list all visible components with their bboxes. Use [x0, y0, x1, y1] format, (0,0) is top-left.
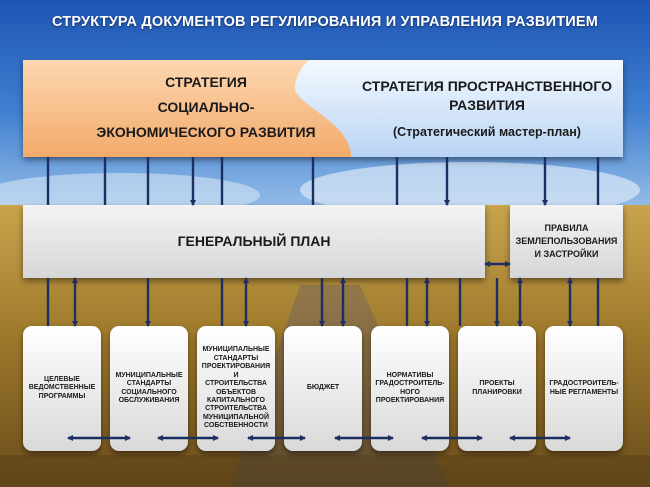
document-card-line: ОБЪЕКТОВ: [215, 388, 256, 396]
land-use-rules-line3: И ЗАСТРОЙКИ: [534, 249, 599, 259]
socio-economic-strategy-line3: ЭКОНОМИЧЕСКОГО РАЗВИТИЯ: [96, 124, 316, 140]
socio-economic-strategy-line2: СОЦИАЛЬНО-: [157, 99, 255, 115]
document-card-line: СОЦИАЛЬНОГО: [121, 388, 177, 396]
document-card-line: СТАНДАРТЫ: [126, 380, 172, 388]
document-card-line: БЮДЖЕТ: [306, 384, 340, 392]
spatial-strategy-subtitle: (Стратегический мастер-план): [393, 125, 581, 139]
spatial-strategy-line2: РАЗВИТИЯ: [449, 97, 525, 113]
land-use-rules-line2: ЗЕМЛЕПОЛЬЗОВАНИЯ: [515, 236, 618, 246]
document-card-line: ПРОЕКТИРОВАНИЯ И: [201, 363, 271, 379]
document-card-line: ГРАДОСТРОИТЕЛЬ-: [375, 380, 445, 388]
page-title: СТРУКТУРА ДОКУМЕНТОВ РЕГУЛИРОВАНИЯ И УПР…: [51, 14, 599, 30]
land-use-rules-line1: ПРАВИЛА: [544, 223, 589, 233]
document-card-line: НОГО: [400, 388, 420, 396]
strategy-box: [23, 60, 623, 157]
document-card-line: НЫЕ РЕГЛАМЕНТЫ: [549, 388, 619, 396]
document-card-line: ПРОЕКТИРОВАНИЯ: [375, 396, 445, 404]
document-card-line: КАПИТАЛЬНОГО: [206, 396, 266, 404]
document-card-line: ПЛАНИРОВКИ: [472, 388, 522, 396]
document-card-line: МУНИЦИПАЛЬНЫЕ: [115, 371, 183, 379]
document-card-line: ПРОЕКТЫ: [479, 380, 515, 388]
document-card-line: ОБСЛУЖИВАНИЯ: [118, 396, 180, 404]
general-plan-label: ГЕНЕРАЛЬНЫЙ ПЛАН: [177, 233, 331, 249]
document-card-line: СТРОИТЕЛЬСТВА: [205, 405, 267, 413]
strategy-box-shape: [23, 60, 623, 157]
land-use-rules-box: ПРАВИЛА ЗЕМЛЕПОЛЬЗОВАНИЯ И ЗАСТРОЙКИ: [510, 205, 623, 278]
document-card-line: НОРМАТИВЫ: [386, 371, 434, 379]
spatial-strategy-line1: СТРАТЕГИЯ ПРОСТРАНСТВЕННОГО: [362, 78, 612, 94]
document-card-line: МУНИЦИПАЛЬНОЙ: [202, 413, 270, 421]
document-card-line: ГРАДОСТРОИТЕЛЬ-: [549, 380, 619, 388]
document-card-line: МУНИЦИПАЛЬНЫЕ: [202, 346, 270, 354]
document-card-text: БЮДЖЕТ: [307, 384, 339, 392]
document-card-line: ЦЕЛЕВЫЕ: [44, 375, 80, 383]
general-plan-box: ГЕНЕРАЛЬНЫЙ ПЛАН: [23, 205, 485, 278]
spatial-strategy: СТРАТЕГИЯ ПРОСТРАНСТВЕННОГО РАЗВИТИЯ (Ст…: [356, 77, 618, 142]
document-card-line: ВЕДОМСТВЕННЫЕ: [28, 384, 96, 392]
document-card-budget: БЮДЖЕТ: [284, 326, 362, 451]
document-card-line: ПРОГРАММЫ: [38, 392, 86, 400]
document-card-text: ГРАДОСТРОИТЕЛЬ-НЫЕ РЕГЛАМЕНТЫ: [549, 380, 618, 397]
document-card-urban-regulations: ГРАДОСТРОИТЕЛЬ-НЫЕ РЕГЛАМЕНТЫ: [545, 326, 623, 451]
socio-economic-strategy: СТРАТЕГИЯ СОЦИАЛЬНО- ЭКОНОМИЧЕСКОГО РАЗВ…: [88, 70, 324, 145]
document-card-line: СТРОИТЕЛЬСТВА: [205, 380, 267, 388]
document-card-line: СТАНДАРТЫ: [213, 354, 259, 362]
document-card-line: СОБСТВЕННОСТИ: [204, 422, 268, 430]
socio-economic-strategy-line1: СТРАТЕГИЯ: [165, 74, 247, 90]
